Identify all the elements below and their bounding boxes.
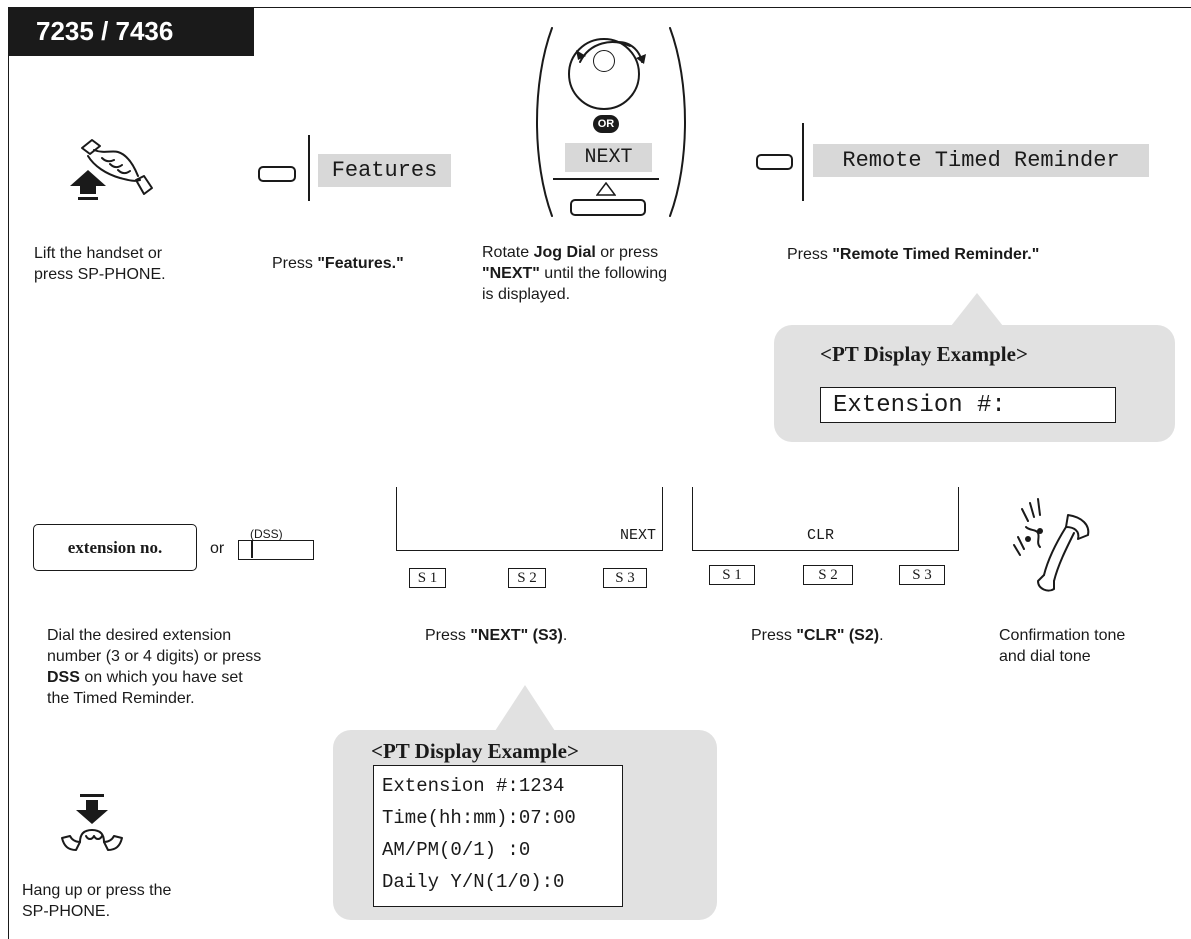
dss-lamp-divider	[251, 541, 253, 558]
jog-caption-l1-bold: Jog Dial	[533, 244, 596, 261]
features-divider	[308, 135, 310, 201]
next-caption-post: .	[562, 627, 568, 644]
hangup-caption: Hang up or press the SP-PHONE.	[22, 880, 171, 922]
next-softkey-screen: NEXT	[396, 487, 663, 551]
next-triangle-icon	[595, 181, 617, 196]
display-example-2: <PT Display Example> Extension #:1234 Ti…	[333, 730, 717, 920]
clr-caption-post: .	[879, 627, 884, 644]
dss-key-icon[interactable]	[238, 540, 314, 560]
model-tab: 7235 / 7436	[8, 7, 254, 56]
display-example-1-title: <PT Display Example>	[820, 342, 1028, 366]
jog-caption-l1: Rotate Jog Dial or press	[482, 242, 667, 263]
extension-number-box[interactable]: extension no.	[33, 524, 197, 571]
jog-caption-l1-post: or press	[595, 244, 659, 261]
display-example-2-line: Daily Y/N(1/0):0	[382, 871, 565, 893]
jog-caption: Rotate Jog Dial or press "NEXT" until th…	[482, 242, 667, 305]
next-display-label: NEXT	[565, 143, 652, 172]
clr-caption-bold2: (S2)	[844, 627, 880, 644]
next-button[interactable]	[570, 199, 646, 216]
hangup-caption-l1: Hang up or press the	[22, 882, 172, 899]
jog-caption-l2: "NEXT" until the following	[482, 263, 667, 284]
next-softkey-screen-label: NEXT	[619, 527, 656, 544]
jog-caption-l1-pre: Rotate	[482, 244, 534, 261]
ringing-handset-icon	[1010, 497, 1098, 597]
clr-caption: Press "CLR" (S2).	[751, 625, 884, 646]
confirm-caption: Confirmation tone and dial tone	[999, 625, 1125, 667]
frame-left-rule	[8, 7, 9, 939]
remote-caption: Press "Remote Timed Reminder."	[787, 244, 1039, 265]
dial-caption-l2: number (3 or 4 digits) or press	[47, 648, 262, 665]
dss-label: (DSS)	[250, 527, 283, 541]
frame-top-rule	[8, 7, 1191, 8]
next-softkey-s1[interactable]: S 1	[409, 568, 446, 588]
next-caption-pre: Press	[425, 627, 471, 644]
jog-caption-l2-bold: "NEXT"	[482, 265, 540, 282]
dial-caption-l3: DSS on which you have set	[47, 667, 261, 688]
clr-caption-bold1: "CLR"	[796, 627, 845, 644]
confirm-caption-l1: Confirmation tone	[999, 627, 1126, 644]
dial-caption-l1: Dial the desired extension	[47, 627, 232, 644]
next-underline	[553, 178, 659, 180]
display-example-2-pointer	[495, 685, 555, 731]
confirm-caption-l2: and dial tone	[999, 648, 1091, 665]
jog-caption-l3: is displayed.	[482, 286, 571, 303]
jog-dial-knob	[593, 50, 615, 72]
dial-caption-l4: the Timed Reminder.	[47, 690, 195, 707]
features-caption: Press "Features."	[272, 253, 404, 274]
display-example-1-screen: Extension #:	[820, 387, 1116, 423]
lift-caption-l1: Lift the handset or	[34, 245, 163, 262]
display-example-2-line: Extension #:1234	[382, 775, 565, 797]
dial-caption: Dial the desired extension number (3 or …	[47, 625, 261, 709]
display-example-2-line: AM/PM(0/1) :0	[382, 839, 531, 861]
clr-softkey-s3[interactable]: S 3	[899, 565, 945, 585]
lift-caption-l2: press SP-PHONE.	[34, 266, 166, 283]
next-caption-bold2: (S3)	[528, 627, 563, 644]
handset-hangup-icon	[58, 792, 126, 858]
features-feature-button[interactable]	[258, 166, 296, 182]
remote-caption-bold: "Remote Timed Reminder."	[832, 246, 1040, 263]
next-caption-bold1: "NEXT"	[470, 627, 529, 644]
display-example-2-title: <PT Display Example>	[371, 739, 579, 763]
clr-softkey-screen: CLR	[692, 487, 959, 551]
clr-softkey-s1[interactable]: S 1	[709, 565, 755, 585]
clr-softkey-screen-label: CLR	[807, 527, 835, 544]
dial-caption-l3-bold: DSS	[47, 669, 80, 686]
jog-dial-icon[interactable]	[568, 38, 640, 110]
handset-lift-icon	[48, 128, 164, 206]
lift-caption: Lift the handset or press SP-PHONE.	[34, 243, 166, 285]
next-softkey-s2[interactable]: S 2	[508, 568, 546, 588]
remote-caption-pre: Press	[787, 246, 833, 263]
display-example-1-pointer	[951, 293, 1003, 326]
remote-divider	[802, 123, 804, 201]
next-caption: Press "NEXT" (S3).	[425, 625, 567, 646]
display-example-1: <PT Display Example> Extension #:	[774, 325, 1175, 442]
hangup-caption-l2: SP-PHONE.	[22, 903, 111, 920]
remote-feature-button[interactable]	[756, 154, 793, 170]
next-softkey-s3[interactable]: S 3	[603, 568, 647, 588]
or-text: or	[210, 540, 225, 557]
remote-display-label: Remote Timed Reminder	[813, 144, 1149, 177]
clr-softkey-s2[interactable]: S 2	[803, 565, 853, 585]
features-caption-pre: Press	[272, 255, 318, 272]
dial-caption-l3-post: on which you have set	[79, 669, 243, 686]
clr-caption-pre: Press	[751, 627, 797, 644]
or-badge: OR	[593, 115, 619, 133]
features-display-label: Features	[318, 154, 451, 187]
display-example-2-screen: Extension #:1234 Time(hh:mm):07:00 AM/PM…	[373, 765, 623, 907]
features-caption-bold: "Features."	[317, 255, 404, 272]
display-example-2-line: Time(hh:mm):07:00	[382, 807, 576, 829]
jog-caption-l2-post: until the following	[539, 265, 668, 282]
